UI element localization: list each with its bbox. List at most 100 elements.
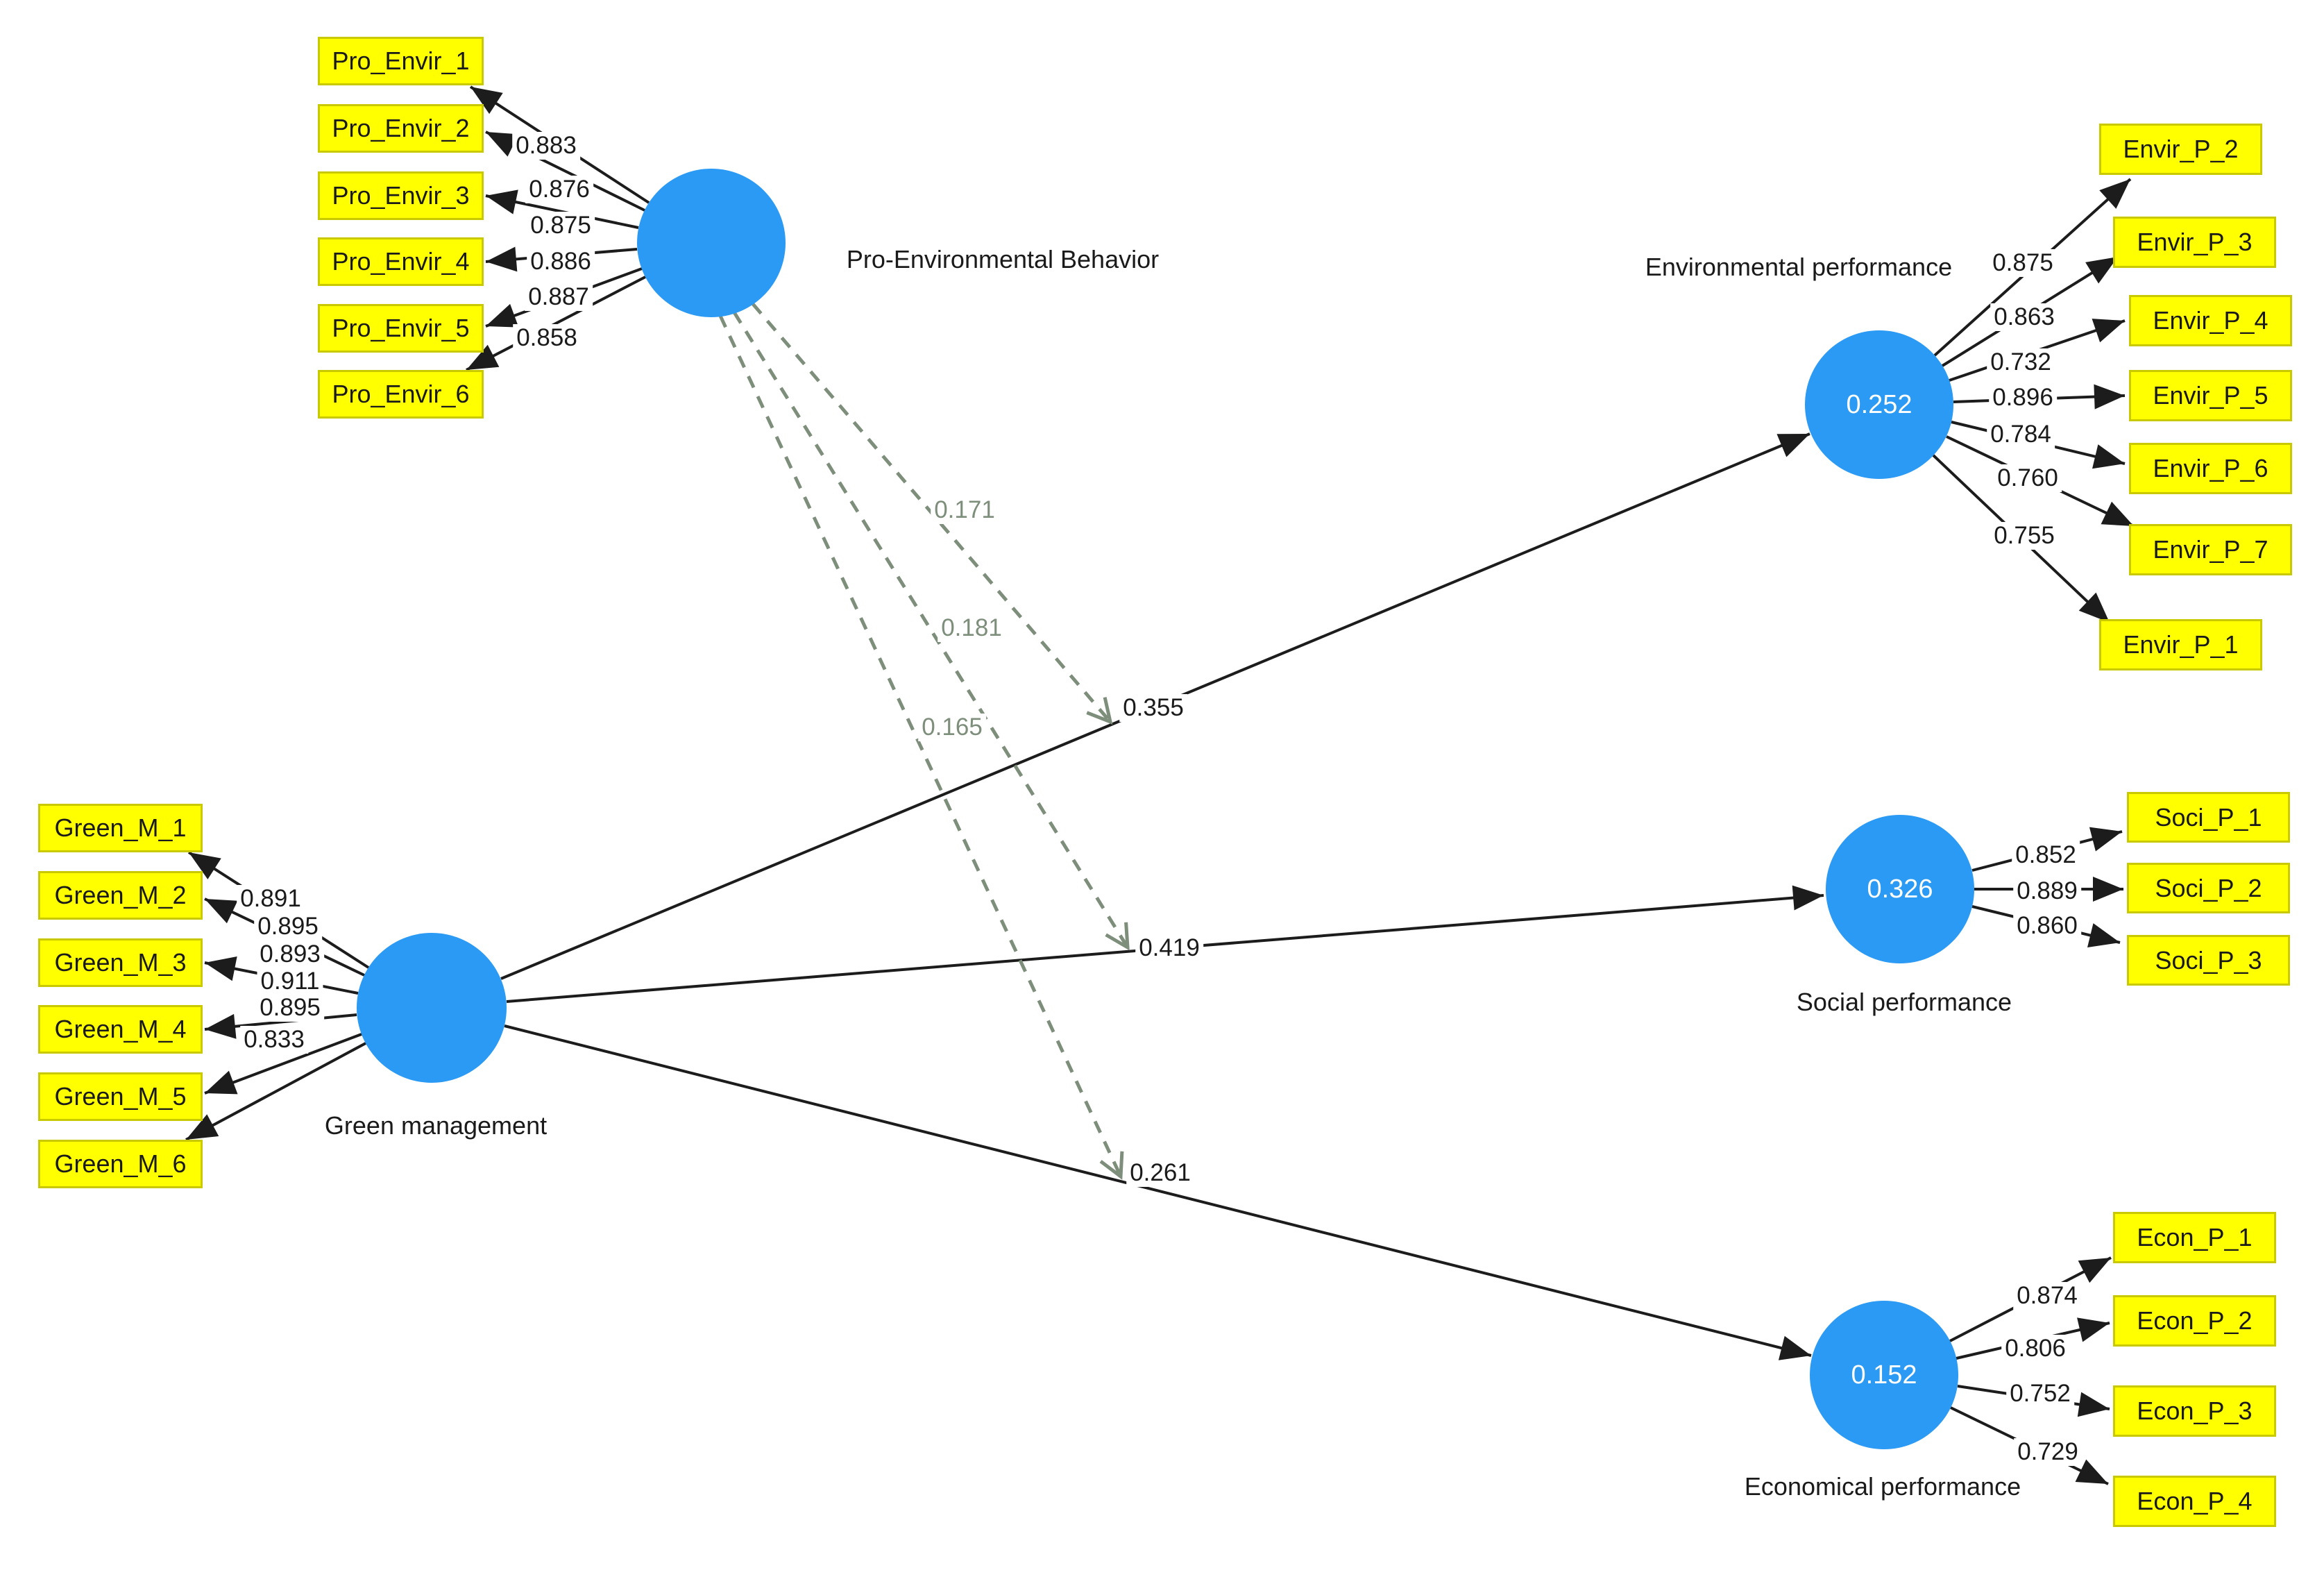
measurement-arrow-Green_M_5: [204, 1033, 362, 1095]
moderation-coefficient-label-gm-env: 0.171: [931, 496, 999, 524]
indicator-label: Econ_P_2: [2137, 1306, 2253, 1335]
path-coefficient-label-gm-eco: 0.261: [1126, 1159, 1194, 1187]
indicator-box-econ-p-1: Econ_P_1: [2113, 1212, 2276, 1263]
moderation-coefficient-label-gm-eco: 0.165: [918, 714, 986, 741]
loading-label-Green_M_4: 0.911: [257, 968, 323, 995]
indicator-label: Soci_P_2: [2155, 873, 2262, 902]
measurement-arrow-Pro_Envir_2: [485, 130, 645, 212]
loading-label-Soci_P_1: 0.852: [2012, 841, 2080, 869]
loading-label-Econ_P_4: 0.729: [2014, 1438, 2082, 1466]
indicator-label: Green_M_1: [54, 813, 187, 842]
loading-label-Envir_P_7: 0.760: [1994, 464, 2062, 492]
loading-label-Green_M_1: 0.891: [237, 885, 305, 913]
indicator-box-envir-p-2: Envir_P_2: [2099, 124, 2262, 175]
loading-label-Envir_P_6: 0.784: [1987, 421, 2055, 448]
indicator-label: Green_M_6: [54, 1149, 187, 1178]
construct-name-label-soc: Social performance: [1796, 988, 2012, 1016]
moderation-arrow-gm-soc: [732, 311, 1130, 951]
path-coefficient-label-gm-env: 0.355: [1119, 694, 1187, 722]
construct-r2-value: 0.326: [1867, 874, 1933, 904]
loading-label-Envir_P_4: 0.732: [1987, 348, 2055, 376]
indicator-box-soci-p-3: Soci_P_3: [2127, 935, 2290, 986]
indicator-label: Soci_P_3: [2155, 945, 2262, 975]
indicator-box-green-m-5: Green_M_5: [38, 1072, 203, 1121]
moderation-arrow-gm-eco: [718, 314, 1124, 1180]
indicator-label: Envir_P_5: [2153, 381, 2268, 410]
loading-label-Soci_P_2: 0.889: [2013, 877, 2081, 905]
construct-r2-value: 0.252: [1846, 389, 1912, 419]
indicator-box-econ-p-2: Econ_P_2: [2113, 1295, 2276, 1347]
measurement-arrow-Green_M_6: [185, 1042, 366, 1141]
construct-name-label-peb: Pro-Environmental Behavior: [846, 245, 1160, 273]
indicator-label: Envir_P_6: [2153, 454, 2268, 482]
indicator-label: Econ_P_4: [2137, 1487, 2253, 1515]
construct-r2-value: 0.152: [1851, 1360, 1917, 1390]
loading-label-Soci_P_3: 0.860: [2013, 912, 2081, 940]
indicator-box-econ-p-3: Econ_P_3: [2113, 1385, 2276, 1437]
loading-label-Green_M_5: 0.895: [256, 994, 324, 1022]
indicator-label: Econ_P_1: [2137, 1223, 2253, 1251]
indicator-box-pro-envir-4: Pro_Envir_4: [318, 237, 484, 286]
indicator-label: Envir_P_4: [2153, 306, 2268, 335]
loading-label-Envir_P_3: 0.863: [1990, 303, 2058, 331]
loading-label-Econ_P_2: 0.806: [2001, 1335, 2069, 1363]
indicator-label: Pro_Envir_4: [332, 247, 470, 276]
indicator-label: Envir_P_2: [2123, 135, 2239, 163]
indicator-box-soci-p-2: Soci_P_2: [2127, 863, 2290, 913]
indicator-box-pro-envir-3: Pro_Envir_3: [318, 171, 484, 220]
indicator-label: Econ_P_3: [2137, 1397, 2253, 1425]
loading-label-Pro_Envir_3: 0.875: [527, 212, 595, 239]
indicator-box-envir-p-6: Envir_P_6: [2129, 443, 2292, 494]
loading-label-Green_M_2: 0.895: [254, 913, 322, 940]
indicator-box-envir-p-1: Envir_P_1: [2099, 619, 2262, 670]
loading-label-Envir_P_2: 0.875: [1989, 249, 2057, 277]
construct-circle-eco: 0.152: [1810, 1301, 1958, 1449]
construct-circle-peb: [637, 169, 786, 317]
indicator-label: Pro_Envir_3: [332, 181, 470, 210]
loading-label-Econ_P_1: 0.874: [2013, 1282, 2081, 1310]
construct-circle-gm: [357, 933, 507, 1083]
measurement-arrow-Pro_Envir_6: [466, 276, 646, 371]
loading-label-Pro_Envir_5: 0.887: [525, 283, 593, 311]
indicator-label: Envir_P_1: [2123, 630, 2239, 659]
indicator-box-green-m-6: Green_M_6: [38, 1140, 203, 1188]
indicator-label: Pro_Envir_5: [332, 314, 470, 342]
indicator-box-envir-p-5: Envir_P_5: [2129, 370, 2292, 421]
construct-circle-soc: 0.326: [1826, 815, 1974, 963]
indicator-box-green-m-4: Green_M_4: [38, 1005, 203, 1054]
indicator-label: Pro_Envir_2: [332, 114, 470, 142]
indicator-box-envir-p-7: Envir_P_7: [2129, 524, 2292, 575]
indicator-label: Pro_Envir_1: [332, 47, 470, 75]
measurement-arrow-Green_M_4: [204, 1013, 357, 1039]
loading-label-Econ_P_3: 0.752: [2006, 1380, 2074, 1408]
loading-label-Pro_Envir_2: 0.876: [525, 176, 593, 203]
indicator-box-econ-p-4: Econ_P_4: [2113, 1476, 2276, 1527]
indicator-box-green-m-2: Green_M_2: [38, 871, 203, 920]
construct-name-label-gm: Green management: [324, 1111, 548, 1140]
indicator-box-pro-envir-1: Pro_Envir_1: [318, 37, 484, 85]
indicator-label: Green_M_3: [54, 948, 187, 977]
indicator-label: Green_M_5: [54, 1082, 187, 1111]
indicator-box-green-m-1: Green_M_1: [38, 804, 203, 852]
structural-path-arrow-gm-eco: [504, 1024, 1812, 1360]
moderation-coefficient-label-gm-soc: 0.181: [938, 614, 1006, 642]
indicator-box-green-m-3: Green_M_3: [38, 938, 203, 987]
indicator-label: Envir_P_3: [2137, 228, 2253, 256]
indicator-label: Green_M_2: [54, 881, 187, 909]
loading-label-Envir_P_5: 0.896: [1989, 384, 2057, 412]
path-coefficient-label-gm-soc: 0.419: [1135, 934, 1203, 962]
indicator-label: Green_M_4: [54, 1015, 187, 1043]
loading-label-Green_M_6: 0.833: [240, 1026, 308, 1054]
indicator-box-pro-envir-6: Pro_Envir_6: [318, 370, 484, 419]
indicator-box-pro-envir-5: Pro_Envir_5: [318, 304, 484, 353]
indicator-box-envir-p-3: Envir_P_3: [2113, 217, 2276, 268]
loading-label-Envir_P_1: 0.755: [1990, 522, 2058, 550]
indicator-box-soci-p-1: Soci_P_1: [2127, 792, 2290, 843]
indicator-box-pro-envir-2: Pro_Envir_2: [318, 104, 484, 153]
indicator-label: Envir_P_7: [2153, 535, 2268, 564]
construct-name-label-eco: Economical performance: [1744, 1472, 2021, 1501]
indicator-box-envir-p-4: Envir_P_4: [2129, 295, 2292, 346]
indicator-label: Soci_P_1: [2155, 802, 2262, 832]
loading-label-Green_M_3: 0.893: [256, 940, 324, 968]
